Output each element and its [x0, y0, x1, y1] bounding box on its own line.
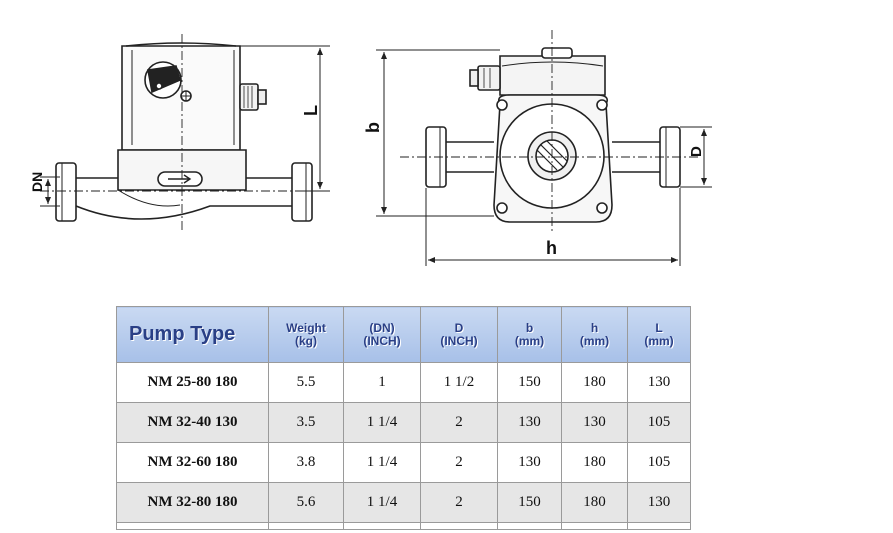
cell-d: 2 [420, 482, 498, 523]
cell-model: NM 32-60 180 [116, 442, 269, 483]
cell-model: NM 32-40 130 [116, 402, 269, 443]
header-weight: Weight(kg) [268, 306, 344, 363]
dimension-h [425, 188, 681, 266]
label-l: L [301, 105, 321, 116]
header-pump-type: Pump Type [116, 306, 269, 363]
cell-dn: 1 1/4 [343, 402, 421, 443]
cell-l: 105 [627, 442, 691, 483]
cell-dn: 1 [343, 362, 421, 403]
front-view-centerlines [400, 30, 700, 232]
cell-h: 180 [561, 362, 628, 403]
table-row: NM 32-40 130 3.5 1 1/4 2 130 130 105 [116, 402, 691, 443]
cell-weight: 3.5 [268, 402, 344, 443]
cell-weight: 3.8 [268, 442, 344, 483]
cell-l: 105 [627, 402, 691, 443]
table-header-row: Pump Type Weight(kg) (DN)(INCH) D(INCH) … [116, 306, 691, 363]
label-h: h [546, 238, 557, 258]
table-row-cutoff [116, 522, 691, 530]
dimension-b [376, 49, 500, 217]
table-row: NM 25-80 180 5.5 1 1 1/2 150 180 130 [116, 362, 691, 403]
pump-spec-table: Pump Type Weight(kg) (DN)(INCH) D(INCH) … [116, 306, 691, 530]
label-b: b [363, 122, 383, 133]
cell-weight: 5.5 [268, 362, 344, 403]
cell-dn: 1 1/4 [343, 482, 421, 523]
cell-b: 130 [497, 402, 562, 443]
cell-l: 130 [627, 482, 691, 523]
cell-d: 2 [420, 402, 498, 443]
side-view-centerlines [40, 34, 325, 232]
label-dn: DN [29, 172, 45, 192]
technical-drawing: L DN [29, 30, 712, 266]
cell-d: 1 1/2 [420, 362, 498, 403]
header-l: L(mm) [627, 306, 691, 363]
dimension-dn [40, 176, 60, 207]
cell-h: 130 [561, 402, 628, 443]
label-d: D [688, 146, 705, 157]
cell-model: NM 25-80 180 [116, 362, 269, 403]
cell-weight: 5.6 [268, 482, 344, 523]
cell-h: 180 [561, 442, 628, 483]
cell-b: 130 [497, 442, 562, 483]
header-d: D(INCH) [420, 306, 498, 363]
header-b: b(mm) [497, 306, 562, 363]
cell-dn: 1 1/4 [343, 442, 421, 483]
pump-drawings-svg: L DN [29, 30, 712, 266]
dimension-l [240, 45, 330, 192]
cell-d: 2 [420, 442, 498, 483]
table-row: NM 32-60 180 3.8 1 1/4 2 130 180 105 [116, 442, 691, 483]
side-view [55, 42, 313, 222]
front-view [425, 47, 681, 223]
dimension-d [680, 126, 712, 188]
header-dn: (DN)(INCH) [343, 306, 421, 363]
cell-l: 130 [627, 362, 691, 403]
cell-h: 180 [561, 482, 628, 523]
cell-b: 150 [497, 362, 562, 403]
cell-model: NM 32-80 180 [116, 482, 269, 523]
cell-b: 150 [497, 482, 562, 523]
header-h: h(mm) [561, 306, 628, 363]
table-row: NM 32-80 180 5.6 1 1/4 2 150 180 130 [116, 482, 691, 523]
